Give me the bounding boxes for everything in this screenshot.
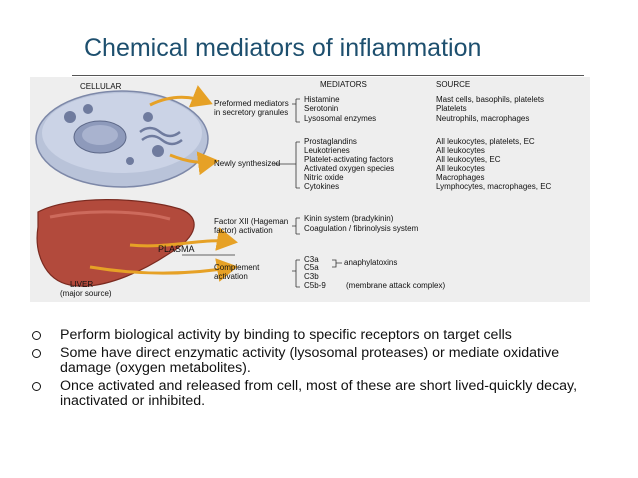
source-row: All leukocytes: [436, 146, 485, 155]
mediators-figure: MEDIATORS SOURCE CELLULAR PLASMA LIVER (…: [30, 77, 590, 302]
mediator-row: Cytokines: [304, 182, 340, 191]
bullet-text: Perform biological activity by binding t…: [60, 327, 512, 343]
cell-illustration: [35, 90, 209, 188]
mediator-row: Serotonin: [304, 104, 339, 113]
header-source: SOURCE: [436, 80, 471, 89]
mediator-row: Prostaglandins: [304, 137, 357, 146]
group-preformed: Preformed mediators in secretory granule…: [214, 99, 289, 117]
mediator-row: Nitric oxide: [304, 173, 344, 182]
bullet-circle-icon: [32, 381, 41, 391]
plasma-label: PLASMA: [158, 244, 195, 254]
complement-row: C3a: [304, 255, 319, 264]
bullet-list: Perform biological activity by binding t…: [28, 327, 588, 412]
source-row: Lymphocytes, macrophages, EC: [436, 182, 552, 191]
mediator-row: Lysosomal enzymes: [304, 114, 377, 123]
plasma-row: Coagulation / fibrinolysis system: [304, 224, 419, 233]
complement-row: C5a: [304, 263, 319, 272]
source-row: Platelets: [436, 104, 467, 113]
mac-label: (membrane attack complex): [346, 281, 446, 290]
header-mediators: MEDIATORS: [320, 80, 367, 89]
bullet-item: Perform biological activity by binding t…: [28, 327, 588, 344]
liver-illustration: [36, 199, 195, 287]
source-row: All leukocytes, EC: [436, 155, 501, 164]
cellular-label: CELLULAR: [80, 82, 122, 91]
mediator-row: Histamine: [304, 95, 340, 104]
group-complement: Complement activation: [214, 263, 260, 281]
bullet-circle-icon: [32, 348, 41, 358]
complement-row: C5b-9: [304, 281, 326, 290]
title-divider: [72, 75, 584, 76]
source-row: All leukocytes: [436, 164, 485, 173]
bullet-text: Some have direct enzymatic activity (lys…: [60, 344, 560, 376]
anaphylatoxins-label: anaphylatoxins: [344, 258, 398, 267]
figure-illustration: [35, 85, 342, 288]
source-row: Macrophages: [436, 173, 485, 182]
source-row: All leukocytes, platelets, EC: [436, 137, 535, 146]
mediator-row: Platelet-activating factors: [304, 155, 394, 164]
slide-title: Chemical mediators of inflammation: [84, 34, 482, 62]
source-row: Neutrophils, macrophages: [436, 114, 530, 123]
group-factor: Factor XII (Hageman factor) activation: [214, 217, 289, 235]
mediator-row: Leukotrienes: [304, 146, 350, 155]
group-newly: Newly synthesized: [214, 159, 281, 168]
source-row: Mast cells, basophils, platelets: [436, 95, 545, 104]
bullet-item: Once activated and released from cell, m…: [28, 377, 588, 410]
bullet-text: Once activated and released from cell, m…: [60, 377, 578, 409]
complement-row: C3b: [304, 272, 319, 281]
liver-sublabel: (major source): [60, 289, 112, 298]
bullet-item: Some have direct enzymatic activity (lys…: [28, 344, 588, 377]
liver-label: LIVER: [70, 280, 94, 289]
plasma-row: Kinin system (bradykinin): [304, 214, 394, 223]
bullet-circle-icon: [32, 331, 41, 340]
mediator-row: Activated oxygen species: [304, 164, 395, 173]
